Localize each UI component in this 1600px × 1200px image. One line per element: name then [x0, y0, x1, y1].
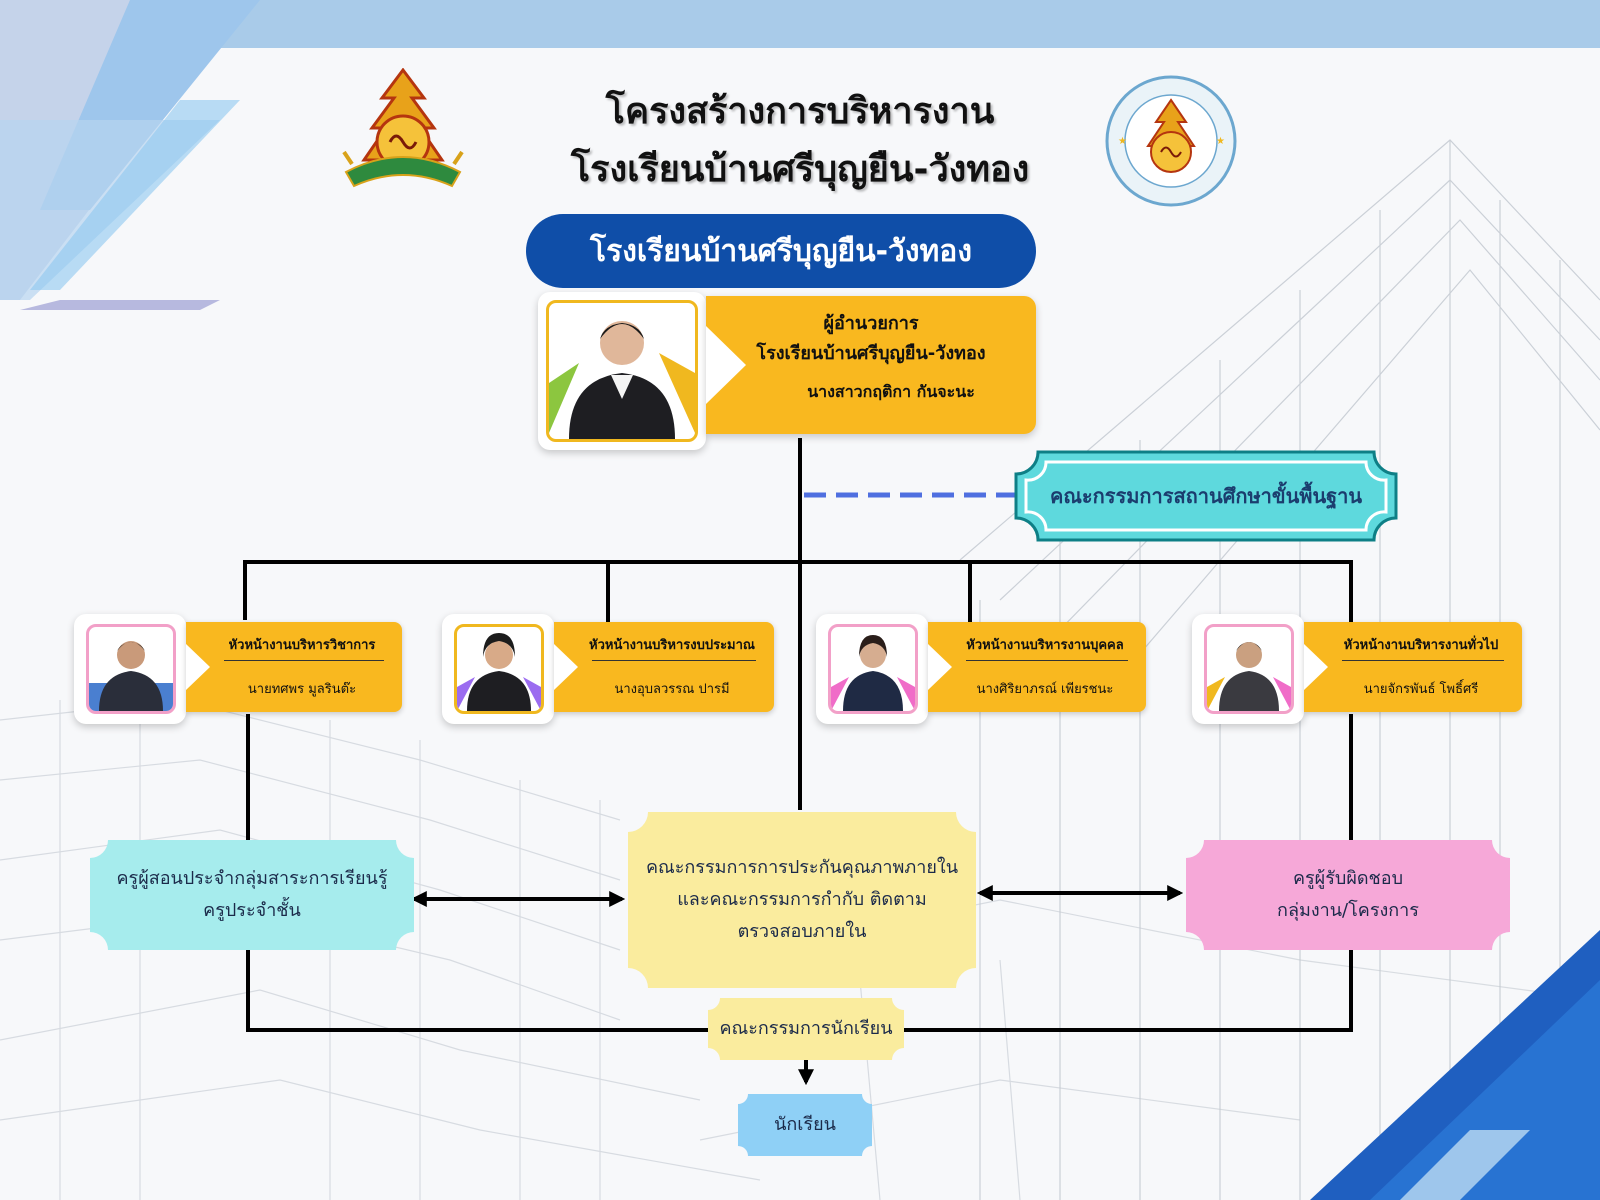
head-general-portrait-icon [1207, 642, 1291, 711]
head-budget-banner: หัวหน้างานบริหารงบประมาณ นางอุบลวรรณ ปาร… [554, 622, 774, 712]
responsible-line2: กลุ่มงาน/โครงการ [1277, 900, 1419, 921]
teachers-line2: ครูประจำชั้น [203, 900, 301, 921]
head-budget-photo [454, 624, 544, 714]
head-general-divider [1342, 660, 1504, 661]
director-banner: ผู้อำนวยการ โรงเรียนบ้านศรีบุญยืน-วังทอง… [706, 296, 1036, 434]
students-box: นักเรียน [738, 1094, 872, 1156]
banner-notch [186, 644, 210, 690]
banner-notch [1304, 644, 1328, 690]
svg-text:★: ★ [1216, 136, 1225, 147]
head-general-name: นายจักรพันธ์ โพธิ์ศรี [1363, 682, 1479, 697]
head-general-photo [1204, 624, 1294, 714]
director-photo-card [538, 292, 706, 450]
head-academic-title: หัวหน้างานบริหารวิชาการ [228, 638, 376, 653]
quality-line1: คณะกรรมการการประกันคุณภาพภายใน [645, 857, 958, 878]
page-title-line1: โครงสร้างการบริหารงาน [605, 91, 995, 132]
head-personnel-photo [828, 624, 918, 714]
top-banner-bar [0, 0, 1600, 48]
head-general-photo-card [1192, 614, 1304, 724]
head-personnel-photo-card [816, 614, 928, 724]
page-title-line2: โรงเรียนบ้านศรีบุญยืน-วังทอง [570, 149, 1030, 190]
banner-notch [928, 644, 952, 690]
head-academic-photo-card [74, 614, 186, 724]
head-academic-photo [86, 624, 176, 714]
basic-education-board: คณะกรรมการสถานศึกษาขั้นพื้นฐาน [1014, 450, 1398, 542]
svg-text:★: ★ [1118, 136, 1127, 147]
director-position: ผู้อำนวยการ [823, 313, 919, 334]
head-budget-divider [592, 660, 756, 661]
teachers-box: ครูผู้สอนประจำกลุ่มสาระการเรียนรู้ ครูปร… [90, 840, 414, 950]
head-academic-banner: หัวหน้างานบริหารวิชาการ นายทศพร มูลรินต๊… [186, 622, 402, 712]
head-personnel-name: นางศิริยาภรณ์ เพียรชนะ [976, 682, 1114, 697]
quality-line2: และคณะกรรมการกำกับ ติดตาม [677, 889, 927, 910]
head-general-banner: หัวหน้างานบริหารงานทั่วไป นายจักรพันธ์ โ… [1304, 622, 1522, 712]
head-academic-name: นายทศพร มูลรินต๊ะ [247, 682, 357, 697]
head-academic-divider [224, 660, 384, 661]
left-logo-emblem [342, 67, 464, 196]
board-label: คณะกรรมการสถานศึกษาขั้นพื้นฐาน [1049, 484, 1363, 508]
teachers-line1: ครูผู้สอนประจำกลุ่มสาระการเรียนรู้ [116, 868, 388, 889]
head-academic-portrait-icon [89, 641, 173, 711]
head-personnel-divider [966, 660, 1128, 661]
banner-notch [706, 326, 746, 404]
student-council-box: คณะกรรมการนักเรียน [708, 998, 904, 1060]
students-label: นักเรียน [774, 1114, 836, 1135]
quality-line3: ตรวจสอบภายใน [737, 921, 867, 942]
banner-notch [554, 644, 578, 690]
director-school: โรงเรียนบ้านศรีบุญยืน-วังทอง [756, 343, 986, 364]
head-budget-title: หัวหน้างานบริหารงบประมาณ [589, 638, 755, 653]
head-general-title: หัวหน้างานบริหารงานทั่วไป [1343, 638, 1499, 653]
responsible-line1: ครูผู้รับผิดชอบ [1292, 868, 1404, 889]
head-personnel-portrait-icon [831, 635, 915, 711]
student-council-label: คณะกรรมการนักเรียน [719, 1018, 893, 1039]
right-logo-seal: ★ ★ [1104, 74, 1238, 208]
head-budget-photo-card [442, 614, 554, 724]
head-budget-portrait-icon [457, 633, 541, 711]
head-budget-name: นางอุบลวรรณ ปารมี [614, 682, 730, 697]
director-portrait-icon [549, 321, 695, 439]
head-personnel-title: หัวหน้างานบริหารงานบุคคล [966, 638, 1124, 653]
director-name: นางสาวกฤติกา กันจะนะ [807, 382, 975, 401]
head-personnel-banner: หัวหน้างานบริหารงานบุคคล นางศิริยาภรณ์ เ… [928, 622, 1146, 712]
quality-assurance-box: คณะกรรมการการประกันคุณภาพภายใน และคณะกรร… [628, 812, 976, 988]
responsible-teachers-box: ครูผู้รับผิดชอบ กลุ่มงาน/โครงการ [1186, 840, 1510, 950]
director-photo [546, 300, 698, 442]
school-name-badge: โรงเรียนบ้านศรีบุญยืน-วังทอง [526, 214, 1036, 288]
